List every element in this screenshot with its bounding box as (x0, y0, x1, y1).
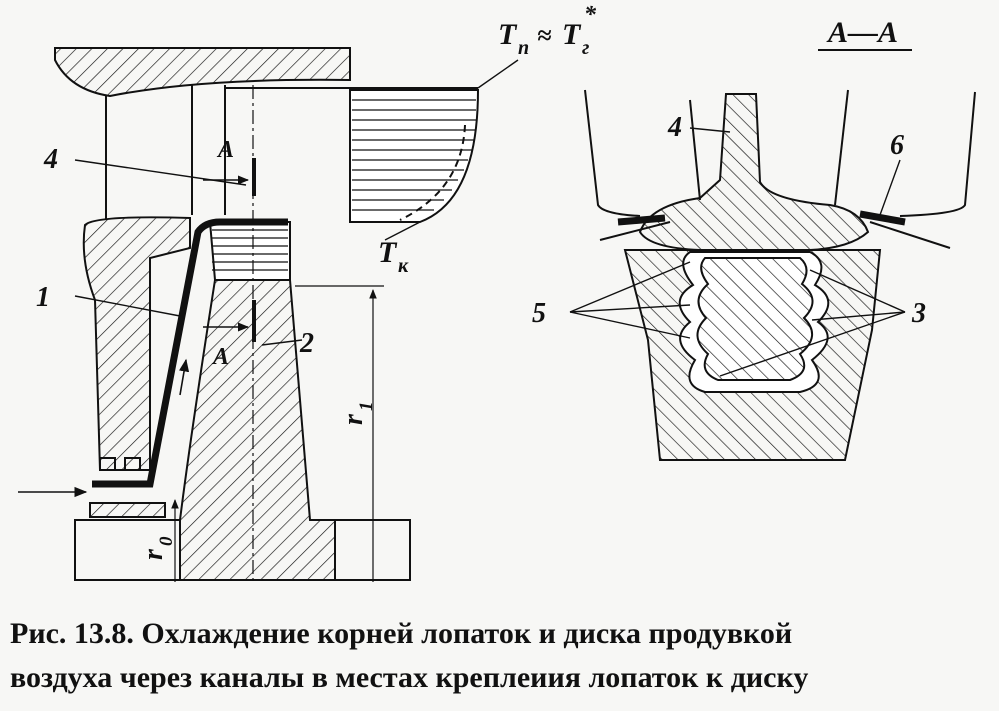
label-r0: r (138, 548, 169, 560)
label-A-bottom: A (211, 344, 229, 370)
figure-caption: Рис. 13.8. Охлаждение корней лопаток и д… (10, 612, 990, 700)
label-Tk-sub: к (398, 255, 409, 277)
label-A-top: A (216, 137, 234, 163)
label-Tg: T (562, 18, 582, 51)
locking-plate-left (599, 221, 671, 241)
casing (54, 47, 351, 98)
label-approx: ≈ (537, 21, 552, 50)
caption-line-1: Рис. 13.8. Охлаждение корней лопаток и д… (10, 617, 793, 650)
section-A-A-view (569, 89, 976, 461)
caption-line-2: воздуха через каналы в местах креплеиия … (10, 661, 809, 694)
label-Tg-sup: * (584, 2, 597, 28)
label-4-right: 4 (667, 112, 682, 143)
disc (179, 279, 336, 581)
label-2: 2 (299, 328, 314, 359)
label-3: 3 (911, 298, 926, 329)
label-Tp-sub: п (518, 37, 529, 59)
cooling-diagram: 4 1 2 A A r 1 r 0 T к T п ≈ T г * (18, 2, 976, 585)
label-1: 1 (36, 282, 50, 313)
blade-platform (638, 93, 870, 251)
label-Tk: T (378, 236, 398, 269)
label-4-left: 4 (43, 144, 58, 175)
blade-fir-tree-root (696, 257, 814, 381)
label-5: 5 (532, 298, 546, 329)
label-r1-sub: 1 (356, 402, 377, 412)
label-r1: r (338, 413, 369, 425)
cooling-channel (92, 218, 288, 488)
label-r1-group: r 1 (338, 402, 377, 426)
section-title: A—A (826, 16, 898, 49)
axial-section-view (18, 47, 519, 585)
label-Tp: T (498, 18, 518, 51)
label-r0-sub: 0 (156, 536, 177, 546)
locking-plate-right (869, 221, 951, 249)
label-6: 6 (890, 130, 904, 161)
label-Tg-sub: г (582, 37, 589, 59)
label-r0-group: r 0 (138, 536, 177, 560)
blade-root (208, 221, 291, 281)
seal-plate (82, 216, 191, 471)
blade-airfoil (349, 89, 480, 223)
